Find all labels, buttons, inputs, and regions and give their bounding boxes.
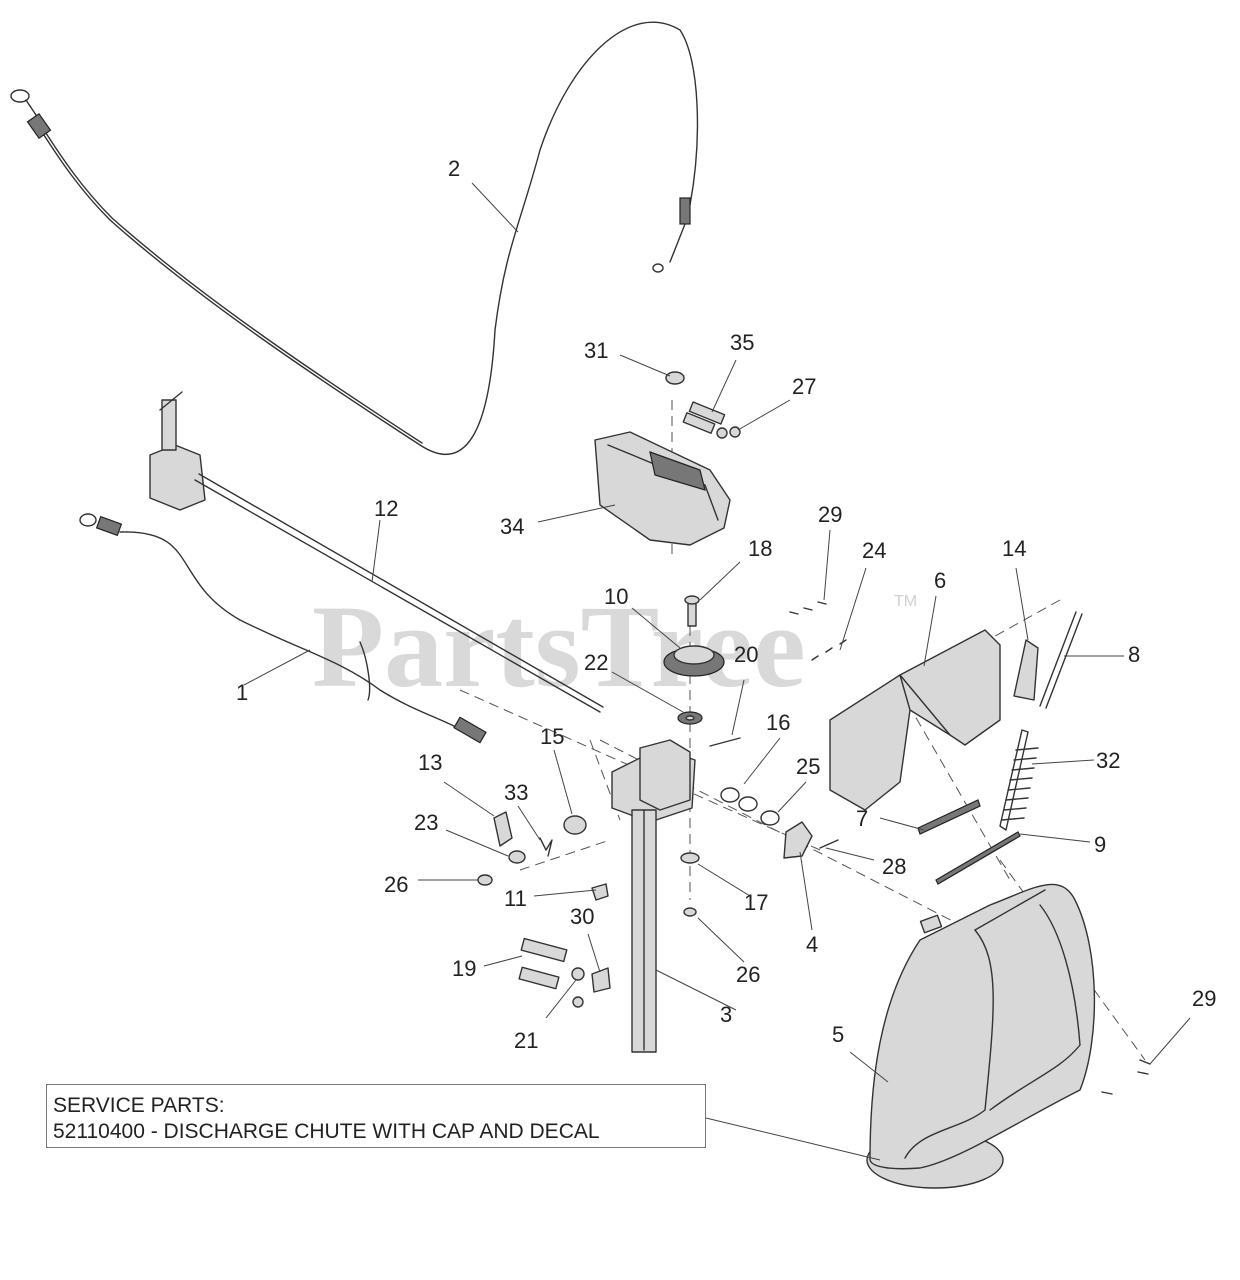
service-parts-heading: SERVICE PARTS: [53,1094,225,1117]
washers-17-26 [680,852,700,917]
callout-9: 9 [1094,832,1106,857]
leader-lines [243,182,1191,1161]
callout-5: 5 [832,1022,844,1047]
callout-25: 25 [796,754,820,779]
callout-29a: 29 [818,502,842,527]
callout-21: 21 [514,1028,538,1053]
callout-27: 27 [792,374,816,399]
callout-18: 18 [748,536,772,561]
callout-4: 4 [806,932,818,957]
gear-part-10 [663,595,725,725]
callout-17: 17 [744,890,768,915]
callout-30: 30 [570,904,594,929]
callout-32: 32 [1096,748,1120,773]
callout-6: 6 [934,568,946,593]
hinge-strip-7-9-24-29 [789,601,1151,1095]
callout-11: 11 [504,886,527,911]
callout-14: 14 [1002,536,1026,561]
callout-10: 10 [604,584,628,609]
callout-12: 12 [374,496,398,521]
control-cover-part-34 [594,431,731,546]
bracket-part-3 [611,739,696,1053]
callout-labels: 2 1 12 31 35 27 34 18 10 22 20 16 25 13 … [236,156,1216,1053]
callout-35: 35 [730,330,754,355]
right-hardware-16-25-4-28 [709,737,839,859]
hardware-31-35-27 [665,371,741,439]
bolts-19-21-30 [518,937,611,1008]
small-hardware-left [477,811,609,901]
callout-33: 33 [504,780,528,805]
service-parts-line: 52110400 - DISCHARGE CHUTE WITH CAP AND … [53,1120,600,1143]
callout-26b: 26 [736,962,760,987]
watermark-text: PartsTree [312,581,806,712]
callout-8: 8 [1128,642,1140,667]
shift-rod-part-12 [149,391,604,713]
service-parts-box: SERVICE PARTS: 52110400 - DISCHARGE CHUT… [46,1084,706,1148]
cable-part-2 [10,21,699,456]
callout-34: 34 [500,514,524,539]
callout-26a: 26 [384,872,408,897]
cable-part-1 [79,513,487,744]
callout-7: 7 [856,806,868,831]
callout-20: 20 [734,642,758,667]
discharge-chute-part-5 [866,883,1096,1189]
clip-rod-spring-14-8-32 [999,611,1083,831]
callout-19: 19 [452,956,476,981]
callout-28: 28 [882,854,906,879]
callout-3: 3 [720,1002,732,1027]
callout-22: 22 [584,650,608,675]
callout-23: 23 [414,810,438,835]
deflector-part-6 [829,629,1001,811]
callout-29b: 29 [1192,986,1216,1011]
callout-1: 1 [236,680,248,705]
callout-15: 15 [540,724,564,749]
callout-2: 2 [448,156,460,181]
callout-31: 31 [584,338,608,363]
callout-24: 24 [862,538,886,563]
watermark-tm: TM [894,593,917,610]
callout-16: 16 [766,710,790,735]
callout-13: 13 [418,750,442,775]
